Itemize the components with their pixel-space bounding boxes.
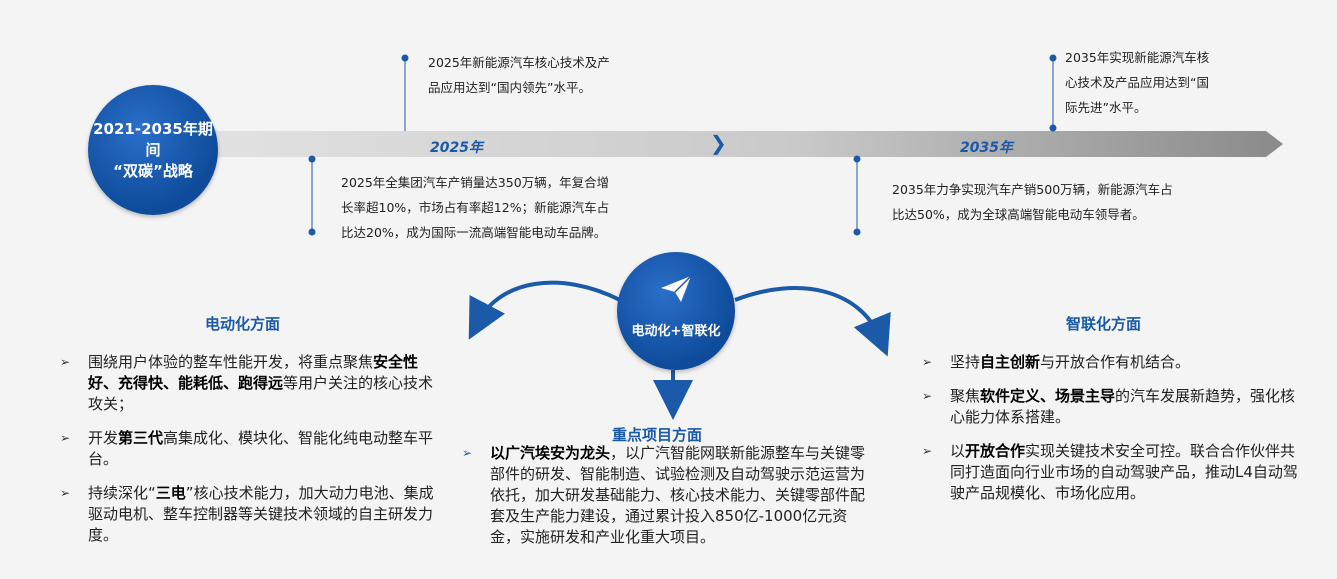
connector-dot — [1049, 124, 1057, 132]
note-2025-above: 2025年新能源汽车核心技术及产 品应用达到“国内领先”水平。 — [428, 55, 610, 95]
strategy-circle: 2021-2035年期间 “双碳”战略 — [88, 85, 218, 215]
list-item: ➢聚焦软件定义、场景主导的汽车发展新趋势，强化核心能力体系搭建。 — [922, 387, 1296, 426]
connector-dot — [853, 155, 861, 163]
intelligence-list: ➢坚持自主创新与开放合作有机结合。 ➢聚焦软件定义、场景主导的汽车发展新趋势，强… — [922, 352, 1307, 517]
connector-dot — [401, 54, 409, 62]
timeline-year-2035: 2035年 — [960, 140, 1013, 156]
paper-plane-icon — [661, 275, 692, 302]
note-2025-below: 2025年全集团汽车产销量达350万辆，年复合增 长率超10%，市场占有率超12… — [341, 175, 610, 240]
heading-intelligence: 智联化方面 — [1066, 315, 1142, 333]
strategy-line2: “双碳”战略 — [113, 161, 193, 180]
arrow-to-intelligence — [734, 286, 891, 357]
key-projects-list: ➢以广汽埃安为龙头，以广汽智能网联新能源整车与关键零部件的研发、智能制造、试验检… — [462, 443, 874, 561]
arrow-to-electrification — [468, 280, 621, 340]
list-item: ➢坚持自主创新与开放合作有机结合。 — [922, 353, 1191, 371]
heading-electrification: 电动化方面 — [205, 315, 281, 333]
list-item: ➢以广汽埃安为龙头，以广汽智能网联新能源整车与关键零部件的研发、智能制造、试验检… — [462, 444, 866, 546]
note-2035-below: 2035年力争实现汽车产销500万辆，新能源汽车占 比达50%，成为全球高端智能… — [892, 182, 1173, 222]
heading-key-projects: 重点项目方面 — [612, 426, 703, 444]
note-2035-above: 2035年实现新能源汽车核 心技术及产品应用达到“国 际先进”水平。 — [1065, 50, 1210, 115]
connector-dot — [853, 228, 861, 236]
list-item: ➢持续深化“三电”核心技术能力，加大动力电池、集成驱动电机、整车控制器等关键技术… — [60, 484, 434, 544]
chevron-right-icon: ❯ — [710, 131, 727, 155]
timeline-band — [200, 131, 1283, 157]
electrification-list: ➢围绕用户体验的整车性能开发，将重点聚焦安全性好、充得快、能耗低、跑得远等用户关… — [60, 352, 448, 559]
connector-dot — [1049, 54, 1057, 62]
focus-circle: 电动化+智联化 — [617, 252, 735, 370]
timeline-year-2025: 2025年 — [430, 140, 483, 156]
list-item: ➢围绕用户体验的整车性能开发，将重点聚焦安全性好、充得快、能耗低、跑得远等用户关… — [60, 353, 434, 413]
focus-label: 电动化+智联化 — [631, 324, 721, 339]
list-item: ➢以开放合作实现关键技术安全可控。联合合作伙伴共同打造面向行业市场的自动驾驶产品… — [922, 442, 1298, 502]
strategy-line1: 2021-2035年期间 — [93, 119, 213, 159]
list-item: ➢开发第三代高集成化、模块化、智能化纯电动整车平台。 — [60, 429, 434, 468]
connector-dot — [308, 228, 316, 236]
connector-dot — [308, 155, 316, 163]
